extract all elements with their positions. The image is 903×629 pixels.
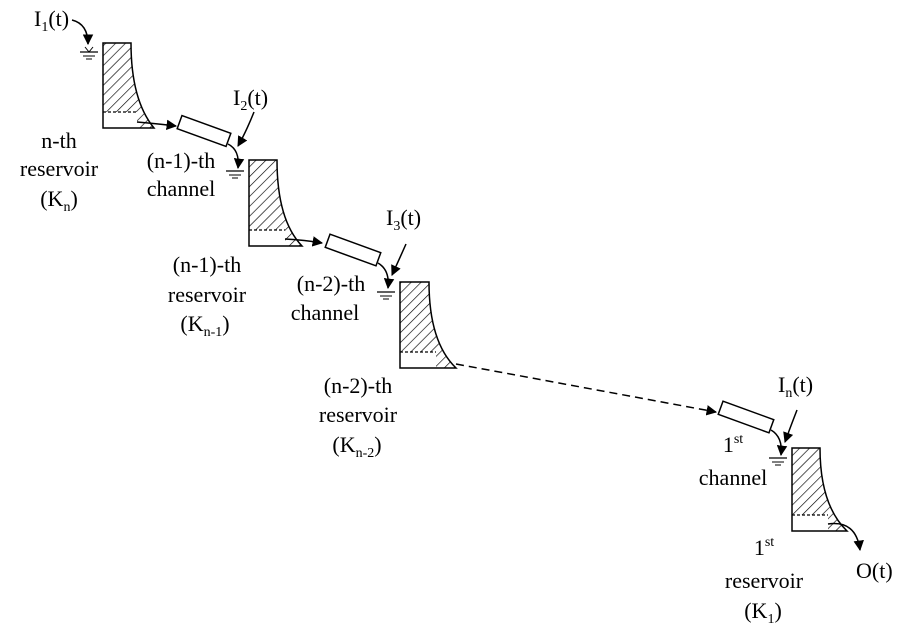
svg-text:reservoir: reservoir bbox=[319, 402, 398, 427]
svg-text:channel: channel bbox=[291, 300, 359, 325]
svg-text:(K1): (K1) bbox=[744, 598, 782, 627]
label-output: O(t) bbox=[856, 558, 893, 583]
channel-n-1-outflow-arrow bbox=[227, 143, 245, 170]
label-channel-1: 1st channel bbox=[699, 432, 767, 490]
water-level-icon-n-2 bbox=[377, 291, 395, 300]
svg-text:1st: 1st bbox=[723, 432, 743, 457]
label-i3: I3(t) bbox=[386, 205, 421, 234]
svg-text:(Kn-2): (Kn-2) bbox=[332, 432, 381, 461]
label-channel-n-2: (n-2)-th channel bbox=[291, 271, 365, 325]
label-reservoir-n-2: (n-2)-th reservoir (Kn-2) bbox=[319, 373, 398, 461]
water-level-icon-n-1 bbox=[226, 170, 244, 179]
svg-text:channel: channel bbox=[699, 465, 767, 490]
inflow-arrow-i3 bbox=[391, 243, 407, 276]
svg-text:reservoir: reservoir bbox=[20, 156, 99, 181]
label-in: In(t) bbox=[778, 372, 813, 401]
svg-text:(Kn): (Kn) bbox=[40, 186, 78, 215]
dashed-connection bbox=[455, 363, 718, 416]
inflow-arrow-i1 bbox=[71, 19, 94, 46]
svg-text:(n-1)-th: (n-1)-th bbox=[173, 252, 241, 277]
label-reservoir-n-1: (n-1)-th reservoir (Kn-1) bbox=[168, 252, 247, 340]
label-i1: I1(t) bbox=[34, 6, 69, 35]
label-i2: I2(t) bbox=[233, 85, 268, 114]
outflow-arrow-o bbox=[827, 522, 864, 552]
label-channel-n-1: (n-1)-th channel bbox=[147, 148, 215, 201]
svg-text:(Kn-1): (Kn-1) bbox=[180, 311, 229, 340]
channel-1-box bbox=[717, 400, 775, 434]
svg-text:1st: 1st bbox=[754, 535, 774, 560]
water-level-icon-1 bbox=[769, 457, 787, 466]
channel-n-1-box bbox=[176, 114, 232, 148]
channel-n-2-outflow-arrow bbox=[377, 262, 395, 290]
reservoir-n-2-dam bbox=[399, 281, 458, 369]
label-reservoir-1: 1st reservoir (K1) bbox=[725, 535, 804, 627]
svg-text:(n-2)-th: (n-2)-th bbox=[297, 271, 365, 296]
reservoir-1-dam bbox=[791, 447, 849, 532]
svg-text:(n-1)-th: (n-1)-th bbox=[147, 148, 215, 173]
svg-text:reservoir: reservoir bbox=[168, 282, 247, 307]
outflow-arrow-n bbox=[136, 119, 178, 131]
reservoir-n-dam bbox=[102, 42, 156, 129]
svg-text:channel: channel bbox=[147, 176, 215, 201]
svg-text:(n-2)-th: (n-2)-th bbox=[324, 373, 392, 398]
channel-n-2-box bbox=[324, 233, 382, 267]
inflow-arrow-in bbox=[783, 409, 798, 443]
inflow-arrow-i2 bbox=[237, 111, 255, 147]
channel-1-outflow-arrow bbox=[770, 429, 788, 457]
outflow-arrow-n-1 bbox=[284, 236, 324, 247]
water-level-icon-n bbox=[80, 46, 98, 60]
svg-text:n-th: n-th bbox=[41, 128, 76, 153]
label-reservoir-n: n-th reservoir (Kn) bbox=[20, 128, 99, 215]
reservoir-n-1-dam bbox=[248, 159, 304, 247]
svg-text:reservoir: reservoir bbox=[725, 568, 804, 593]
